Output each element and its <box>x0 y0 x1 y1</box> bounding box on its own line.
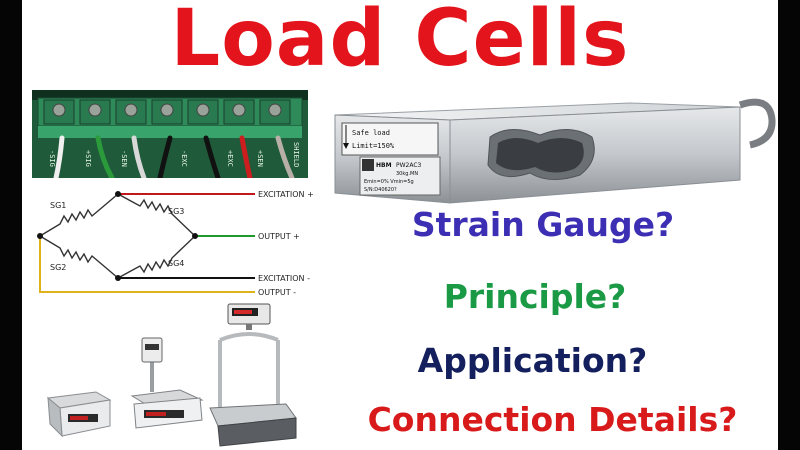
platform-scale <box>209 303 297 447</box>
output-minus-label: OUTPUT - <box>258 288 296 297</box>
terminal-label: +SIG <box>84 150 92 167</box>
excitation-minus-label: EXCITATION - <box>258 274 310 283</box>
load-cell-plate-brand: HBM <box>376 162 392 169</box>
load-cell-plate-model: PW2AC3 <box>396 162 422 169</box>
weighing-scales-photo <box>46 303 297 447</box>
excitation-plus-label: EXCITATION + <box>258 190 314 199</box>
load-cell-photo: Safe load Limit=150% HBM PW2AC3 30kg.MN … <box>334 98 776 204</box>
load-cell-label-line2: Limit=150% <box>352 142 395 150</box>
load-cell-label-line1: Safe load <box>352 129 390 137</box>
right-frame-bar <box>778 0 800 450</box>
sg3-label: SG3 <box>168 207 184 216</box>
page-title: Load Cells <box>170 0 630 84</box>
sg1-label: SG1 <box>50 201 66 210</box>
terminal-label: -SEN <box>120 150 128 167</box>
load-cell-plate-spec: Emin=0% Vmin=5g <box>364 179 414 185</box>
terminal-label: -SIG <box>48 150 56 167</box>
connection-details-question: Connection Details? <box>367 400 738 439</box>
load-cell-plate-serial: S/N:D40620? <box>364 187 397 193</box>
left-frame-bar <box>0 0 22 450</box>
strain-gauge-question: Strain Gauge? <box>411 205 675 244</box>
table-scale <box>46 391 112 438</box>
sg2-label: SG2 <box>50 263 66 272</box>
pole-scale <box>130 337 204 429</box>
application-question: Application? <box>417 341 648 380</box>
wheatstone-bridge-diagram: SG1 SG3 SG2 SG4 EXCITATION + OUTPUT + EX… <box>37 190 314 297</box>
principle-question: Principle? <box>443 277 627 316</box>
terminal-label: SHIELD <box>292 142 300 167</box>
sg4-label: SG4 <box>168 259 184 268</box>
terminal-label: +EXC <box>226 150 234 167</box>
terminal-label: +SEN <box>256 150 264 167</box>
load-cell-plate-capacity: 30kg.MN <box>396 171 418 177</box>
terminal-label: -EXC <box>180 150 188 167</box>
terminal-block-photo: -SIG +SIG -SEN -EXC +EXC +SEN SHIELD <box>32 90 308 178</box>
output-plus-label: OUTPUT + <box>258 232 300 241</box>
